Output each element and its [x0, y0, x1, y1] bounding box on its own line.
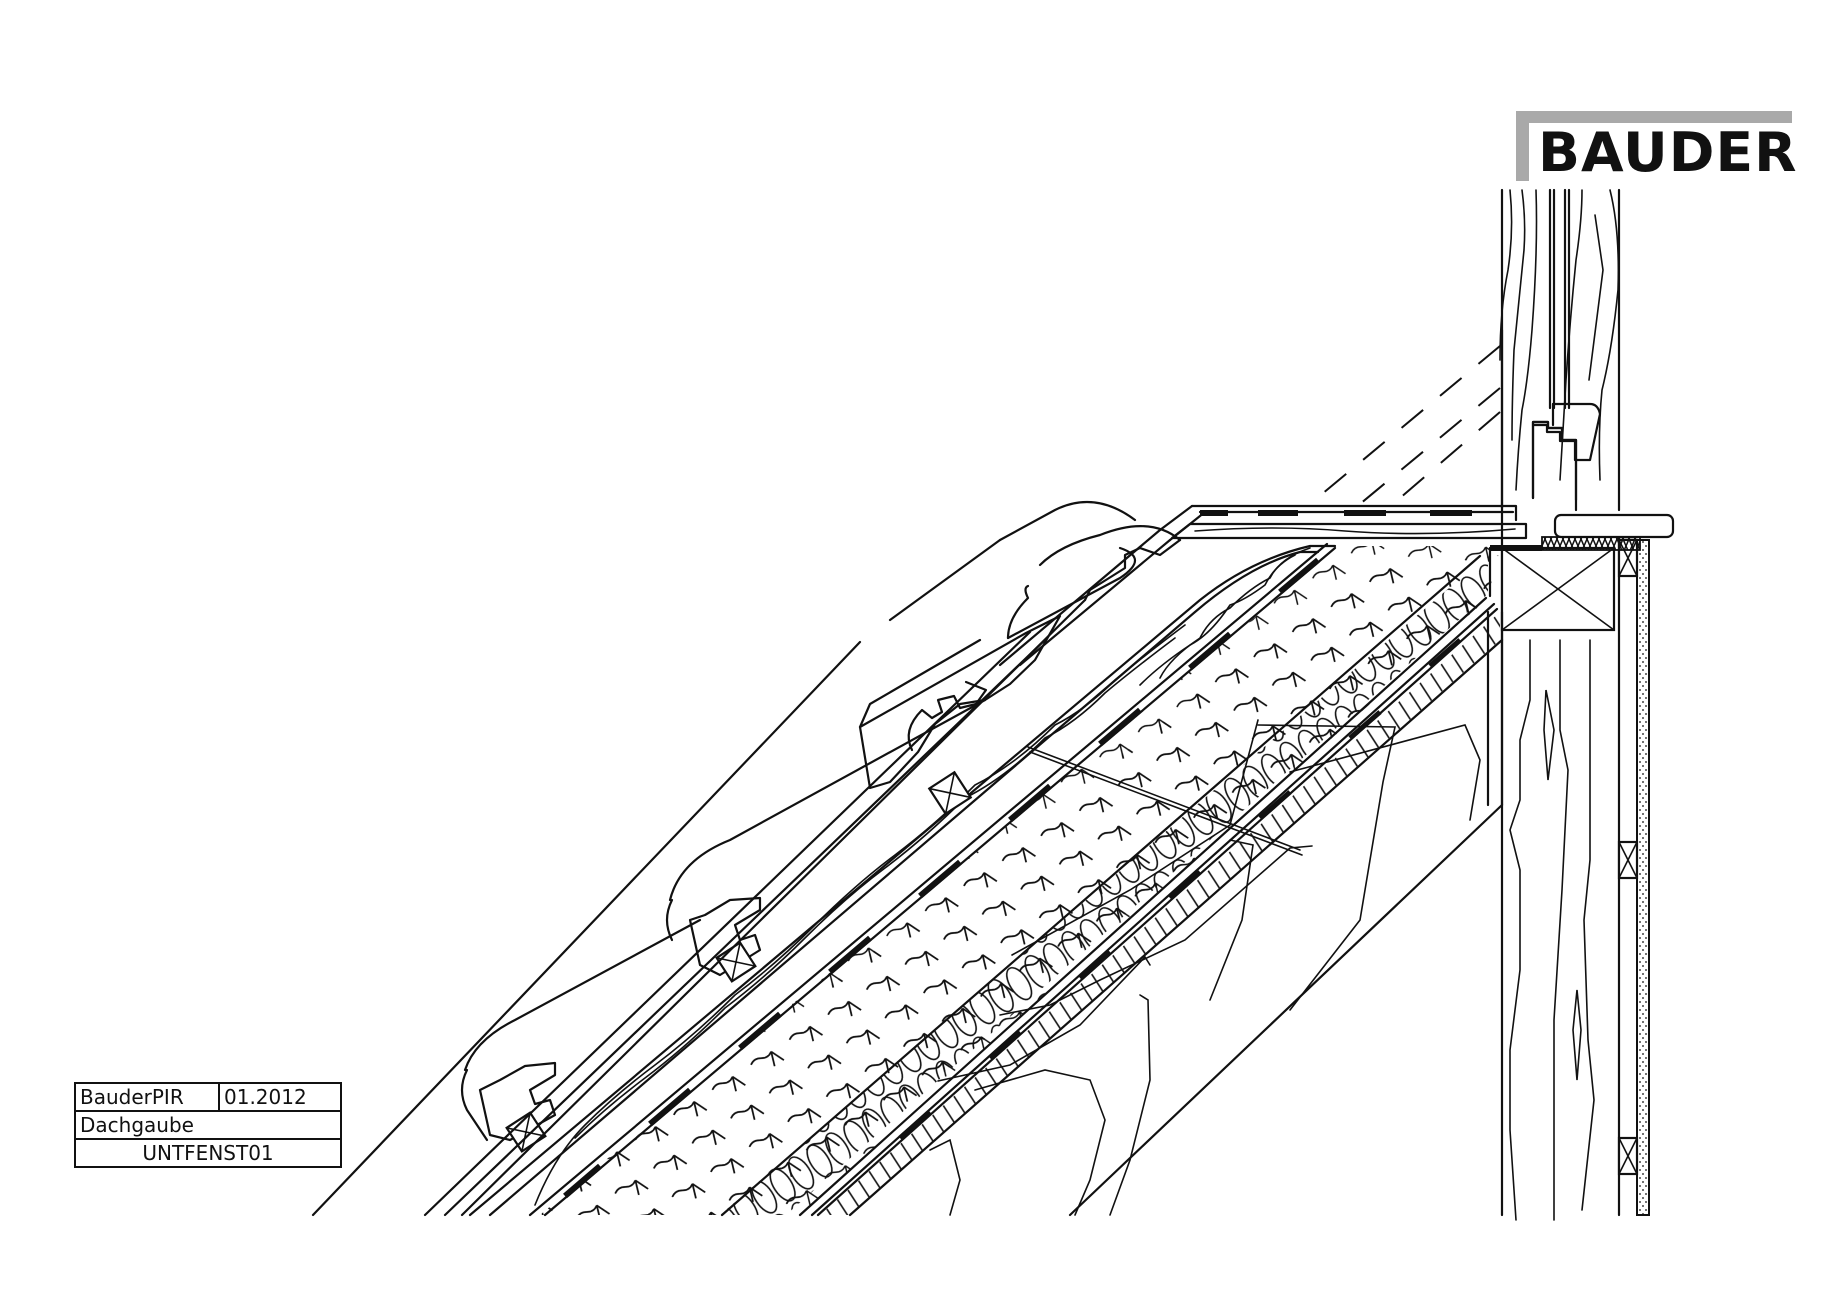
- product-name: BauderPIR: [76, 1084, 220, 1110]
- logo-accent-bar: [1516, 111, 1792, 123]
- title-block-row-3: UNTFENST01: [76, 1140, 340, 1166]
- roof-build-up: [528, 542, 1504, 1217]
- flashing-overlap: [998, 528, 1172, 667]
- drawing-date: 01.2012: [224, 1085, 307, 1109]
- title-block-row-2: Dachgaube: [76, 1112, 340, 1140]
- logo-accent-bar-left: [1516, 111, 1529, 181]
- counter-battens: [468, 544, 1337, 1217]
- roof-tiles: [311, 500, 1182, 1217]
- logo-text: BAUDER: [1538, 121, 1798, 184]
- title-block: BauderPIR 01.2012 Dachgaube UNTFENST01: [74, 1082, 342, 1168]
- timber-post: [1499, 188, 1621, 1221]
- window-sill-flashing: [1158, 504, 1544, 551]
- underlay-membrane: [563, 557, 1320, 1199]
- title-block-row-1: BauderPIR 01.2012: [76, 1084, 340, 1112]
- drawing-code: UNTFENST01: [142, 1141, 274, 1165]
- glazing: [1309, 328, 1504, 510]
- bauder-logo: BAUDER: [1516, 111, 1797, 181]
- header-beam: [1500, 513, 1675, 632]
- interior-cladding: [1617, 538, 1650, 1216]
- vapour-barrier: [898, 638, 1462, 1140]
- drawing-subject: Dachgaube: [80, 1113, 194, 1137]
